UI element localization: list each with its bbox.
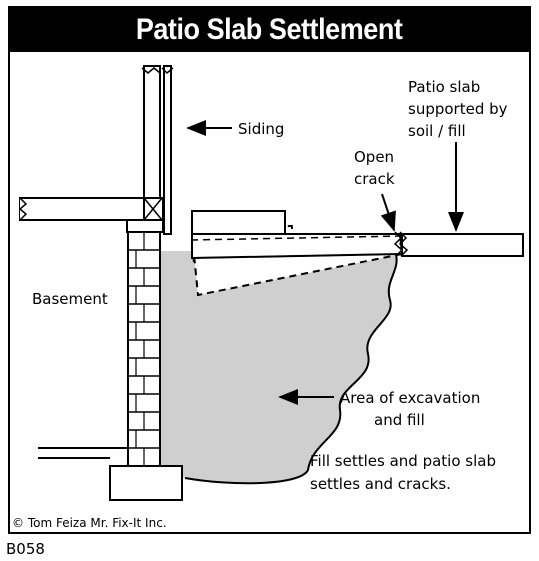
excavation-edge	[184, 250, 398, 485]
open-crack-arrow	[380, 193, 396, 232]
patio-slab-label-line3: soil / fill	[408, 122, 466, 140]
crack-mark	[393, 231, 404, 257]
settled-slab	[190, 210, 404, 297]
open-crack-label-line2: crack	[354, 170, 395, 188]
excavation-label-line1: Area of excavation	[340, 389, 480, 407]
floor-joist	[18, 197, 164, 221]
sill-plate	[126, 219, 164, 233]
fill-note-line2: settles and cracks.	[310, 475, 451, 493]
patio-slab	[401, 233, 524, 257]
foundation-wall	[127, 231, 161, 467]
footing	[109, 465, 183, 501]
excavation-label-line2: and fill	[374, 411, 425, 429]
diagram-canvas: Siding Patio slab supported by soil / fi…	[18, 65, 524, 501]
siding-label: Siding	[238, 120, 284, 138]
patio-slab-label-line1: Patio slab	[408, 78, 480, 96]
figure-code: B058	[6, 540, 45, 558]
wall-framing	[141, 65, 161, 199]
copyright-text: © Tom Feiza Mr. Fix-It Inc.	[12, 516, 167, 530]
basement-label: Basement	[32, 290, 108, 308]
excavation-fill-area	[160, 251, 397, 484]
open-crack-label-line1: Open	[354, 148, 394, 166]
siding	[161, 65, 174, 235]
fill-note-line1: Fill settles and patio slab	[310, 452, 496, 470]
patio-slab-label-line2: supported by	[408, 100, 508, 118]
diagram-frame: Siding Patio slab supported by soil / fi…	[8, 6, 531, 534]
page-title: Patio Slab Settlement	[136, 13, 403, 46]
title-bar: Patio Slab Settlement	[10, 8, 529, 52]
